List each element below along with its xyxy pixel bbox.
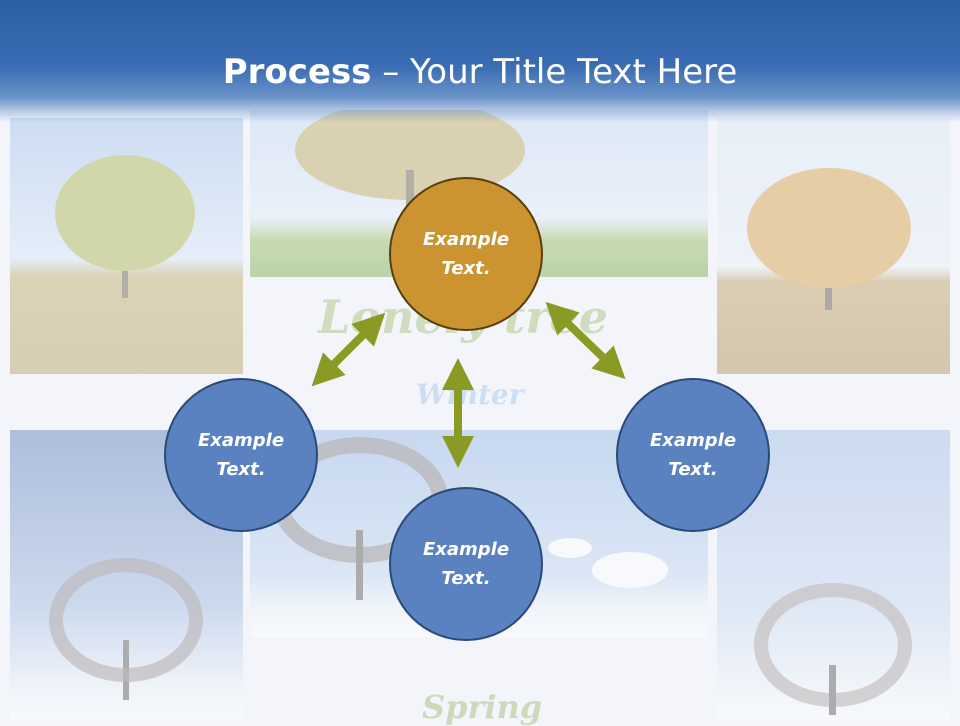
node-left-line1: Example (197, 430, 285, 451)
photo-tree-autumn (717, 118, 950, 374)
node-bottom-line2: Text. (441, 568, 491, 589)
slide-title: Process – Your Title Text Here (0, 52, 960, 92)
node-right-line2: Text. (668, 459, 718, 480)
node-left[interactable]: Example Text. (164, 378, 318, 532)
photo-tree-summer (10, 118, 243, 374)
arrow-top-left (311, 312, 386, 387)
node-top-line1: Example (422, 229, 510, 250)
title-rest: – Your Title Text Here (371, 52, 738, 92)
node-top[interactable]: Example Text. (389, 177, 543, 331)
title-bold: Process (222, 52, 372, 92)
arrow-top-right (545, 301, 626, 380)
node-bottom-line1: Example (422, 539, 510, 560)
tree-icon (55, 155, 195, 298)
tree-icon (754, 583, 912, 715)
tree-icon (747, 168, 911, 310)
node-right[interactable]: Example Text. (616, 378, 770, 532)
node-left-line2: Text. (216, 459, 266, 480)
title-bar (0, 0, 960, 122)
node-bottom[interactable]: Example Text. (389, 487, 543, 641)
photo-tree-winter-left (10, 430, 243, 720)
node-top-line2: Text. (441, 258, 491, 279)
tree-icon (49, 558, 203, 700)
node-right-line1: Example (649, 430, 737, 451)
